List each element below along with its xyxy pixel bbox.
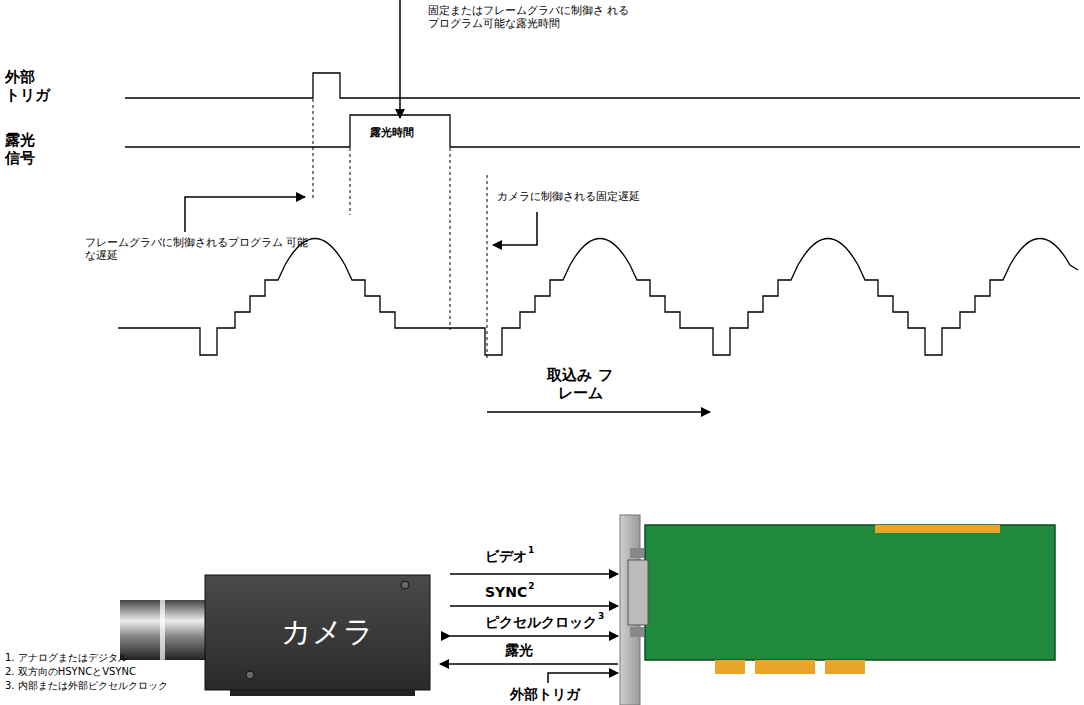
exposure-signal [125, 115, 1080, 147]
gold-strip [875, 525, 1000, 533]
video-waveform [118, 239, 1078, 356]
camera [120, 575, 430, 696]
guide-line [313, 99, 314, 198]
exposure-note: 固定またはフレームグラバに制御さ れるプログラム可能な露光時間 [428, 4, 638, 30]
connector [628, 560, 648, 625]
gold-finger [755, 660, 815, 674]
timing-lines [118, 73, 1080, 355]
pulse-label: 露光時間 [370, 126, 414, 139]
footnote: 3. 内部または外部ピクセルクロック [5, 680, 168, 692]
frame-grabber-board [620, 515, 1055, 705]
callout-arrow [399, 0, 401, 118]
callout-number: 2 [528, 581, 534, 592]
dotted-guides [313, 99, 487, 360]
lens-ring [160, 600, 165, 660]
camera-body [205, 575, 430, 690]
signal-label: 外部トリガ [510, 686, 580, 703]
gold-finger [715, 660, 745, 674]
delay-note: カメラに制御される固定遅延 [497, 190, 640, 203]
guide-line [450, 148, 451, 330]
frame-label: 取込み フレーム [545, 366, 615, 402]
board [645, 525, 1055, 660]
exposure-arrow [440, 663, 618, 665]
connector-screw [630, 627, 644, 637]
camera-label: カメラ [261, 612, 374, 653]
gold-finger [825, 660, 865, 674]
signal-name: 露光 信号 [5, 131, 55, 167]
footnote: 2. 双方向のHSYNCとVSYNC [5, 666, 136, 678]
lens [120, 600, 205, 660]
guide-line [350, 148, 351, 215]
camera-base [230, 690, 415, 696]
video-arrow [450, 573, 618, 575]
screw [246, 671, 254, 679]
callout-arrow [185, 197, 305, 232]
signal-label: SYNC [485, 584, 527, 601]
delay-note: フレームグラバに制御されるプログラム 可能な遅延 [85, 236, 310, 262]
trigger-arrow [548, 673, 618, 683]
callout-number: 3 [598, 611, 604, 622]
camera-box: カメラ [205, 575, 430, 690]
signal-label: ピクセルクロック [485, 614, 597, 631]
screw [401, 581, 409, 589]
callout-arrow [493, 212, 537, 245]
frame-arrow [487, 411, 710, 413]
connector-screw [630, 548, 644, 558]
sync-arrow [450, 605, 618, 607]
trigger-signal [125, 73, 1080, 98]
footnote: 1. アナログまたはデジタル [5, 652, 128, 664]
signal-label: ビデオ [485, 548, 527, 565]
signal-name: 外部 トリガ [5, 68, 55, 104]
guide-line [487, 175, 488, 360]
signal-arrows [440, 574, 618, 683]
callout-arrows [185, 0, 710, 412]
clock-arrow [450, 635, 618, 637]
signal-label: 露光 [505, 642, 533, 659]
callout-number: 1 [528, 545, 534, 556]
